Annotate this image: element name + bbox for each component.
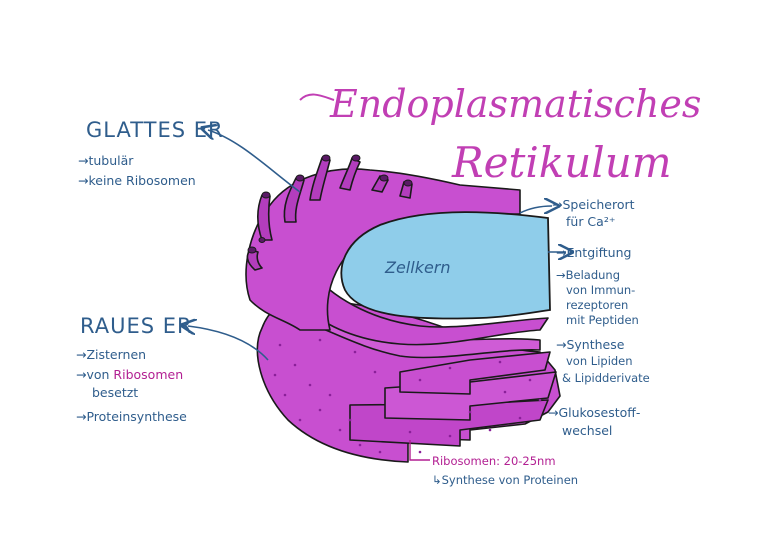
ribosomen-size-label: Ribosomen: 20-25nm [432, 454, 556, 468]
nucleus-label: Zellkern [385, 258, 451, 277]
beladung-line-2: von Immun- [566, 283, 636, 297]
nucleus [340, 211, 551, 320]
raues-er-item-1: →Zisternen [76, 347, 147, 362]
raues-er-item-2-highlight: Ribosomen [113, 367, 184, 382]
title-line-2: Retikulum [452, 138, 672, 187]
entgiftung-label: →Entgiftung [556, 245, 632, 260]
ribosome-dots [273, 338, 542, 454]
arrow-speicherort [519, 206, 552, 213]
glukose-line-2: wechsel [562, 423, 613, 438]
glukose-line-1: →Glukosestoff- [548, 405, 641, 420]
speicherort-line-1: →Speicherort [552, 197, 635, 212]
bottom-bracket [409, 440, 430, 461]
raues-er-item-3: →Proteinsynthese [76, 409, 187, 424]
title-swirl [299, 93, 335, 101]
speicherort-line-2: für Ca²⁺ [566, 214, 616, 229]
smooth-er-tube-3 [309, 157, 331, 201]
beladung-line-4: mit Peptiden [566, 313, 639, 327]
glattes-er-item-2: →keine Ribosomen [78, 173, 196, 188]
raues-er-item-2-prefix: →von [76, 367, 114, 382]
synthese-line-2: von Lipiden [566, 354, 633, 368]
raues-er-item-2-cont: besetzt [92, 385, 139, 400]
smooth-er-tube-7 [246, 249, 263, 271]
glattes-er-item-1: →tubulär [78, 153, 134, 168]
title-line-1: Endoplasmatisches [330, 82, 702, 126]
smooth-er-body [245, 168, 521, 331]
synthese-line-1: →Synthese [556, 337, 625, 352]
rough-er [256, 269, 561, 463]
ribosomen-function-label: ↳Synthese von Proteinen [432, 473, 579, 487]
smooth-er [245, 157, 521, 331]
tubule-openings [247, 154, 413, 254]
beladung-line-1: →Beladung [556, 268, 621, 282]
rough-er-fold-3 [399, 351, 551, 395]
smooth-er-tube-2 [283, 177, 305, 223]
raues-er-item-2: →von Ribosomen [76, 366, 183, 383]
rough-er-fold-2 [384, 371, 557, 421]
smooth-er-tube-4 [339, 157, 361, 191]
arrow-glattes-er [208, 130, 301, 193]
glattes-er-heading: GLATTES ER [86, 118, 224, 142]
rough-er-inner-sheet [289, 269, 549, 346]
arrow-raues-er [188, 326, 269, 361]
beladung-line-3: rezeptoren [566, 298, 629, 312]
synthese-line-3: & Lipidderivate [562, 371, 650, 385]
raues-er-heading: RAUES ER [80, 314, 193, 338]
